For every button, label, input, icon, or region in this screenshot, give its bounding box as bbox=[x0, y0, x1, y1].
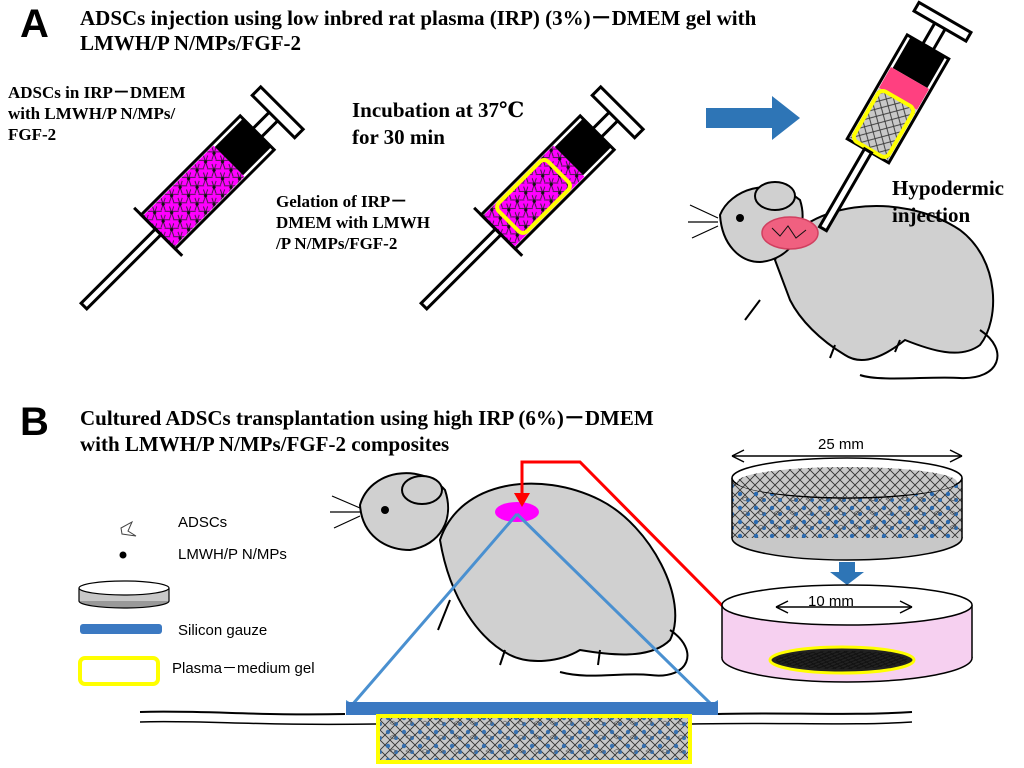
legend-gel-label: Plasma－medium gel bbox=[172, 660, 315, 677]
incubation-label: Incubation at 37℃ for 30 min bbox=[352, 97, 524, 151]
incubation-label-line: for 30 min bbox=[352, 125, 445, 149]
injection-label-line: Hypodermic bbox=[892, 176, 1004, 200]
dish-bottom bbox=[721, 584, 973, 683]
process-arrow-b bbox=[830, 562, 864, 585]
transfer-arrow bbox=[520, 460, 780, 664]
gelation-label-line: DMEM with LMWH bbox=[276, 213, 430, 232]
gelation-label-line: /P N/MPs/FGF-2 bbox=[276, 234, 398, 253]
syringe-2 bbox=[418, 84, 646, 312]
injection-label: Hypodermic injection bbox=[892, 175, 1004, 229]
legend-dish-symbol bbox=[78, 580, 170, 609]
implant-site bbox=[495, 502, 539, 522]
syringe1-label-line: ADSCs in IRP－DMEM bbox=[8, 83, 186, 102]
dish-top bbox=[731, 457, 963, 561]
syringe1-label-line: FGF-2 bbox=[8, 125, 57, 144]
syringe-3 bbox=[817, 0, 974, 233]
legend-gel-symbol bbox=[78, 656, 160, 686]
panel-a-title-line1: ADSCs injection using low inbred rat pla… bbox=[80, 6, 757, 30]
syringe1-label: ADSCs in IRP－DMEM with LMWH/P N/MPs/ FGF… bbox=[8, 82, 186, 145]
legend-nmps-label: LMWH/P N/MPs bbox=[178, 546, 287, 563]
panel-letter-b: B bbox=[20, 400, 49, 444]
panel-b-title-line1: Cultured ADSCs transplantation using hig… bbox=[80, 406, 654, 430]
panel-a-title-line2: LMWH/P N/MPs/FGF-2 bbox=[80, 31, 302, 55]
incubation-label-line: Incubation at 37℃ bbox=[352, 98, 525, 122]
mouse-a bbox=[688, 181, 999, 380]
gelation-label: Gelation of IRP－ DMEM with LMWH /P N/MPs… bbox=[276, 191, 430, 254]
skin-surface bbox=[139, 710, 346, 716]
injection-label-line: injection bbox=[892, 203, 971, 227]
legend-gauze-label: Silicon gauze bbox=[178, 622, 268, 639]
legend-nmps-symbol bbox=[119, 551, 127, 559]
gauze-bar bbox=[346, 702, 718, 715]
legend-gauze-symbol bbox=[80, 624, 162, 634]
dish-inner-label: 10 mm bbox=[808, 593, 854, 610]
legend-adscs-label: ADSCs bbox=[178, 514, 228, 531]
legend-adscs-symbol bbox=[120, 520, 137, 537]
syringe-1 bbox=[78, 84, 306, 312]
panel-letter-a: A bbox=[20, 2, 49, 46]
syringe1-label-line: with LMWH/P N/MPs/ bbox=[8, 104, 176, 123]
mouse-b bbox=[330, 472, 689, 677]
process-arrow-a bbox=[706, 96, 800, 140]
dish-top-label: 25 mm bbox=[818, 436, 864, 453]
section-lines bbox=[350, 512, 714, 707]
gelation-label-line: Gelation of IRP－ bbox=[276, 192, 408, 211]
panel-b-title-line2: with LMWH/P N/MPs/FGF-2 composites bbox=[80, 432, 450, 456]
